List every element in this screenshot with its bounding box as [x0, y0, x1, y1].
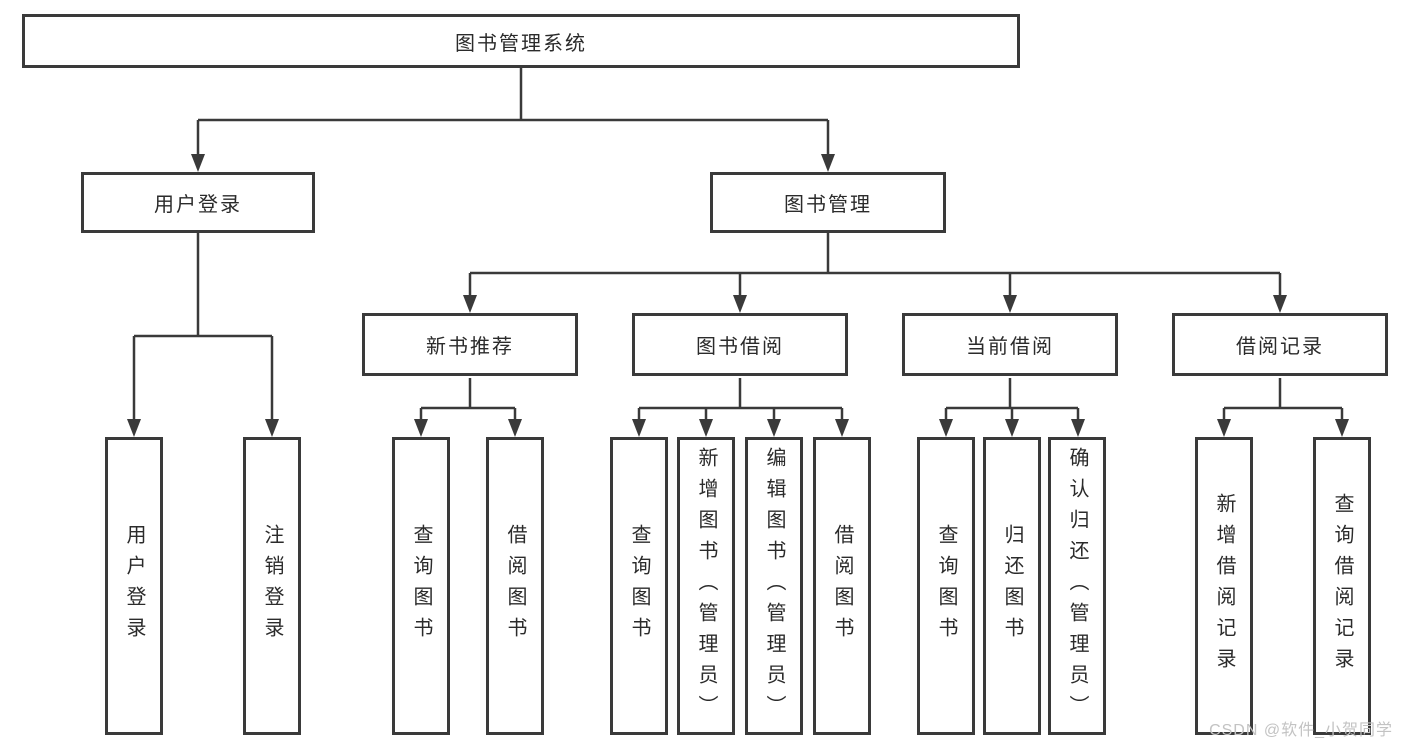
leaf-edit-book-admin: 编辑图书（管理员）: [745, 437, 803, 735]
leaf-label: 查询图书: [628, 524, 650, 648]
arrowheads: [127, 154, 1349, 437]
leaf-user-login: 用户登录: [105, 437, 163, 735]
leaf-label: 查询图书: [935, 524, 957, 648]
node-new-book-recommend: 新书推荐: [362, 313, 578, 376]
leaf-label: 编辑图书（管理员）: [763, 446, 785, 726]
node-root-label: 图书管理系统: [455, 32, 587, 55]
leaf-label: 归还图书: [1001, 524, 1023, 648]
node-label: 图书借阅: [696, 336, 784, 358]
node-book-borrow: 图书借阅: [632, 313, 848, 376]
leaf-label: 新增借阅记录: [1213, 493, 1235, 679]
node-root-system: 图书管理系统: [22, 14, 1020, 68]
node-label: 图书管理: [784, 194, 872, 216]
leaf-query-book-1: 查询图书: [392, 437, 450, 735]
leaf-label: 借阅图书: [831, 524, 853, 648]
leaf-label: 用户登录: [123, 524, 145, 648]
leaf-query-borrow-record: 查询借阅记录: [1313, 437, 1371, 735]
csdn-watermark: CSDN @软件_小贺同学: [1209, 722, 1393, 739]
leaf-confirm-return-admin: 确认归还（管理员）: [1048, 437, 1106, 735]
leaf-add-book-admin: 新增图书（管理员）: [677, 437, 735, 735]
leaf-borrow-book-2: 借阅图书: [813, 437, 871, 735]
node-current-borrow: 当前借阅: [902, 313, 1118, 376]
node-label: 用户登录: [154, 194, 242, 216]
node-borrow-record: 借阅记录: [1172, 313, 1388, 376]
leaf-label: 借阅图书: [504, 524, 526, 648]
node-label: 新书推荐: [426, 336, 514, 358]
leaf-label: 查询图书: [410, 524, 432, 648]
node-label: 借阅记录: [1236, 336, 1324, 358]
leaf-label: 确认归还（管理员）: [1066, 446, 1088, 726]
node-book-management: 图书管理: [710, 172, 946, 233]
leaf-label: 注销登录: [261, 524, 283, 648]
leaf-logout: 注销登录: [243, 437, 301, 735]
leaf-add-borrow-record: 新增借阅记录: [1195, 437, 1253, 735]
node-user-login: 用户登录: [81, 172, 315, 233]
leaf-return-book: 归还图书: [983, 437, 1041, 735]
node-label: 当前借阅: [966, 336, 1054, 358]
leaf-query-book-3: 查询图书: [917, 437, 975, 735]
leaf-borrow-book-1: 借阅图书: [486, 437, 544, 735]
leaf-label: 新增图书（管理员）: [695, 446, 717, 726]
leaf-label: 查询借阅记录: [1331, 493, 1353, 679]
leaf-query-book-2: 查询图书: [610, 437, 668, 735]
